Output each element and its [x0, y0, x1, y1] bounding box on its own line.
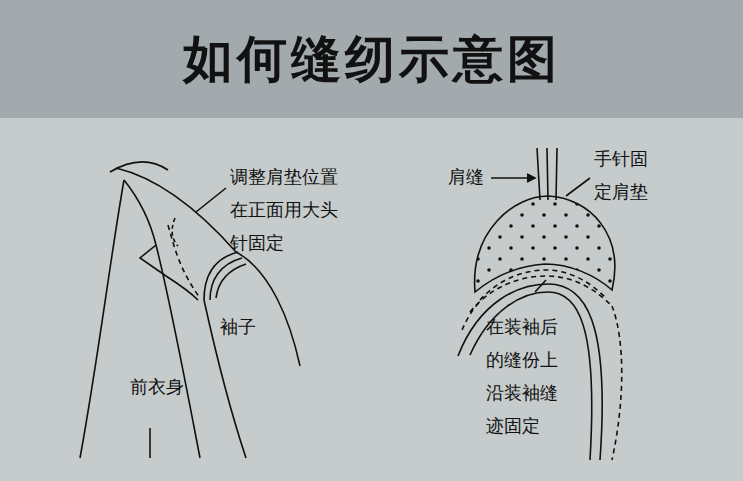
page-title: 如何缝纫示意图 [0, 0, 743, 118]
note-label: 在装袖后 的缝份上 沿装袖缝 迹固定 [486, 310, 568, 442]
part-label: 前衣身 [130, 370, 210, 403]
title-bar [0, 0, 743, 118]
part-label: 袖子 [220, 310, 280, 343]
note-label: 手针固 定肩垫 [594, 142, 656, 208]
note-label: 调整肩垫位置 在正面用大头 针固定 [230, 160, 366, 259]
part-label: 肩缝 [448, 160, 498, 193]
